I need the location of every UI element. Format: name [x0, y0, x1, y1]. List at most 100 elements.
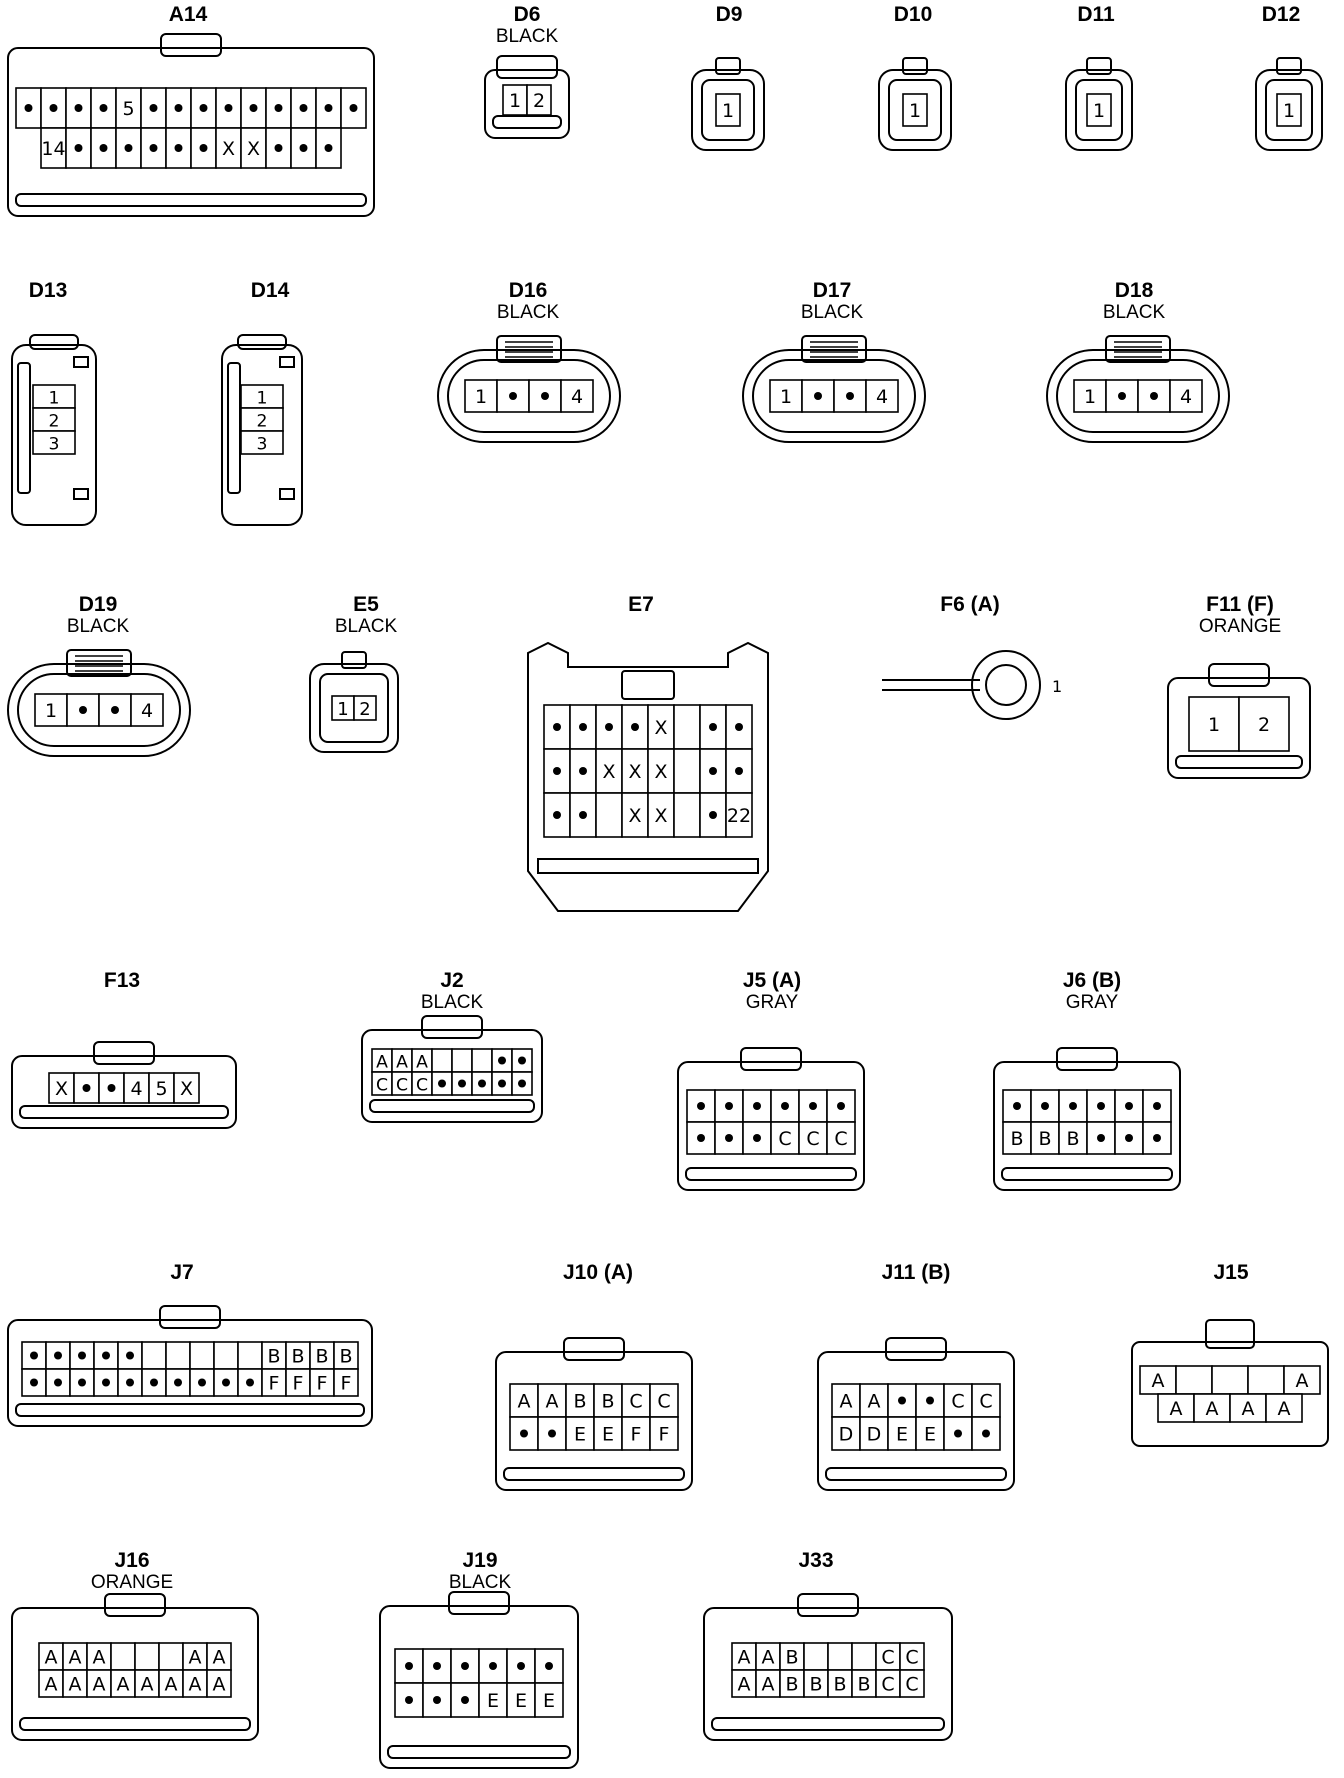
pin-frame — [213, 1341, 239, 1370]
pin-frame — [725, 704, 753, 750]
pin-label: E — [543, 1690, 555, 1712]
pin-cell — [21, 1368, 47, 1397]
pin-cell: 1 — [1188, 696, 1240, 752]
pin-dot — [541, 392, 549, 400]
pin-dot — [324, 144, 333, 152]
connector-name: D16 — [508, 279, 548, 302]
pin-label: 3 — [49, 435, 60, 455]
pin-cell: E — [565, 1416, 595, 1451]
pin-frame — [831, 1416, 861, 1451]
housing-outline — [1255, 69, 1323, 151]
housing-outline — [1167, 677, 1311, 779]
pin-frame — [621, 792, 649, 838]
pin-label: A — [1278, 1398, 1291, 1420]
housing-outline — [1065, 69, 1133, 151]
housing-base — [825, 1467, 1007, 1481]
pin-dot — [631, 723, 639, 731]
pin-label: B — [267, 1346, 280, 1368]
pin-dot — [126, 1378, 134, 1387]
pin-frame — [595, 704, 623, 750]
connector-name: J15 — [1213, 1261, 1249, 1284]
pin-cell — [826, 1089, 856, 1123]
pin-label: C — [396, 1076, 408, 1096]
pin-frame — [237, 1341, 263, 1370]
connector-caption: D12 — [1262, 4, 1301, 25]
pin-cell — [40, 87, 67, 129]
pin-label: E — [924, 1424, 936, 1446]
pin-dot — [489, 1662, 497, 1670]
housing-inner — [17, 673, 181, 747]
pin-cell: A — [831, 1383, 861, 1418]
pin-cell — [422, 1682, 452, 1718]
pin-dot — [433, 1696, 441, 1704]
pin-cell: C — [391, 1071, 413, 1096]
pin-cell: A — [859, 1383, 889, 1418]
pin-dot — [82, 1084, 91, 1092]
pin-cell: 1 — [502, 84, 528, 116]
pin-cell: X — [173, 1072, 200, 1104]
pin-label: C — [806, 1128, 819, 1150]
pin-frame — [560, 379, 594, 413]
pin-cell: C — [899, 1669, 925, 1698]
pin-label: F — [341, 1373, 352, 1395]
housing-outline — [11, 344, 97, 526]
housing-base — [387, 1745, 571, 1759]
pin-dot — [1125, 1102, 1133, 1110]
pin-dot — [102, 1351, 110, 1360]
housing-inner — [319, 673, 389, 743]
lock-tab — [740, 1047, 802, 1071]
pin-cell — [265, 127, 292, 169]
pin-cell: 5 — [148, 1072, 175, 1104]
pin-cell: F — [261, 1368, 287, 1397]
terminal-slot — [73, 356, 89, 368]
pin-frame — [190, 127, 217, 169]
pin-label: A — [1170, 1398, 1183, 1420]
pin-dot — [458, 1079, 466, 1088]
pin-cell — [595, 792, 623, 838]
connector-caption: D13 — [29, 280, 68, 301]
pin-cell — [450, 1648, 480, 1684]
pin-dot — [433, 1662, 441, 1670]
pin-label: 1 — [337, 699, 348, 720]
lock-tab — [1086, 57, 1112, 75]
pin-cell — [543, 704, 571, 750]
pin-cell: C — [770, 1121, 800, 1155]
pin-label: E — [574, 1424, 586, 1446]
pin-cell: A — [62, 1669, 88, 1698]
pin-cell — [803, 1642, 829, 1671]
pin-cell — [742, 1089, 772, 1123]
pin-dot — [199, 104, 208, 112]
pin-label: A — [1242, 1398, 1255, 1420]
pin-cell — [699, 792, 727, 838]
pin-cell — [714, 1121, 744, 1155]
pin-cell — [45, 1368, 71, 1397]
pin-cell — [451, 1048, 473, 1073]
pin-cell: 1 — [715, 93, 741, 127]
connector-name: E7 — [628, 593, 654, 616]
pin-cell — [528, 379, 562, 413]
pin-label: A — [93, 1674, 106, 1696]
pin-label: C — [951, 1391, 964, 1413]
pin-dot — [99, 144, 108, 152]
pin-cell — [265, 87, 292, 129]
pin-cell — [714, 1089, 744, 1123]
pin-cell — [93, 1341, 119, 1370]
housing-base — [537, 858, 759, 874]
pin-dot — [149, 144, 158, 152]
pin-cell: C — [621, 1383, 651, 1418]
pin-frame — [827, 1642, 853, 1671]
lock-tab — [1208, 663, 1270, 687]
pin-frame — [769, 379, 803, 413]
pin-cell: B — [779, 1642, 805, 1671]
housing-outline — [878, 69, 952, 151]
pin-frame — [1283, 1365, 1321, 1395]
pin-cell: X — [240, 127, 267, 169]
pin-dot — [498, 1079, 506, 1088]
pin-cell: A — [1229, 1393, 1267, 1423]
pin-dot — [74, 104, 83, 112]
pin-label: A — [416, 1053, 428, 1073]
connector-color: ORANGE — [1198, 616, 1282, 637]
pin-cell: X — [48, 1072, 75, 1104]
